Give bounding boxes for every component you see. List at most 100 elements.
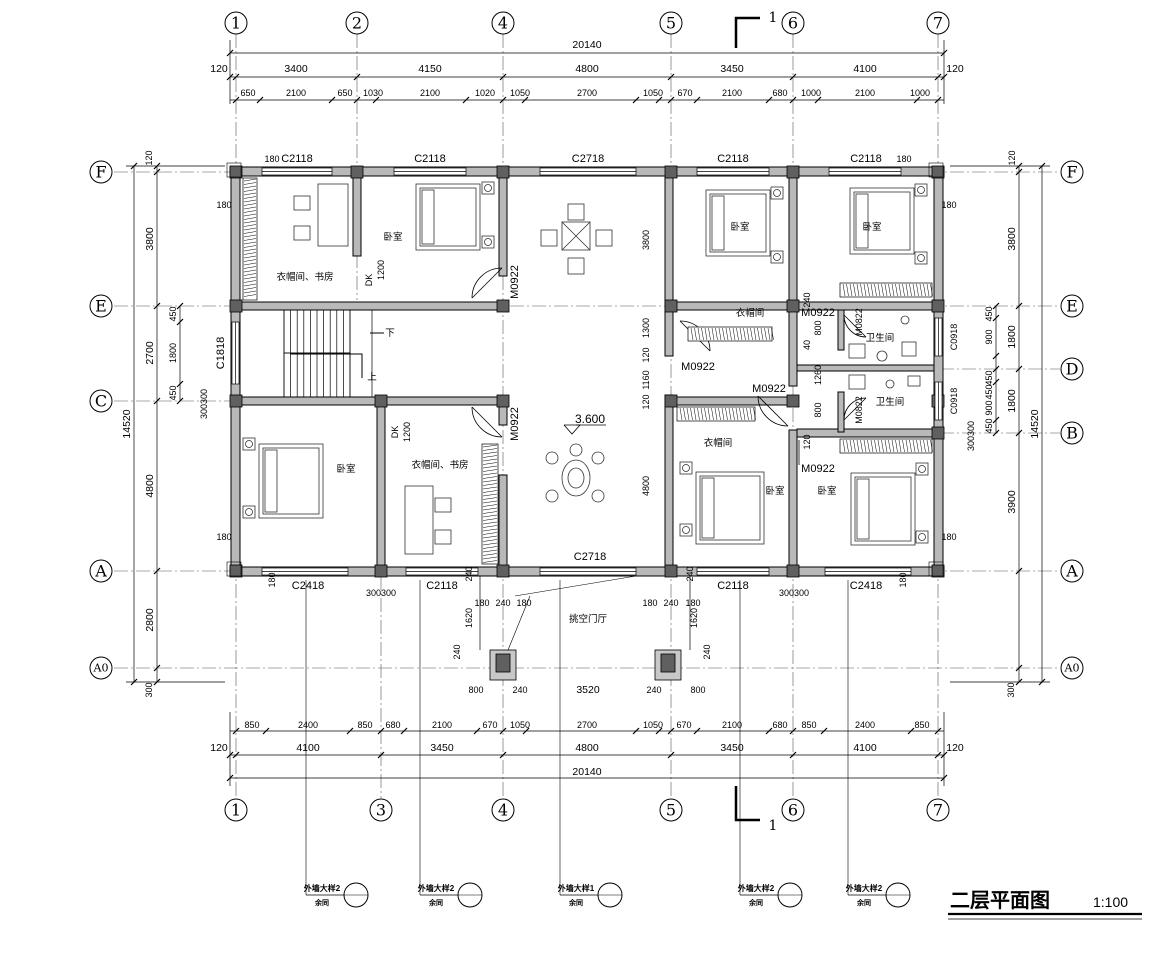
lamp bbox=[917, 186, 925, 194]
inner-dim: 300300 bbox=[779, 588, 809, 598]
wardrobe-hanger bbox=[704, 327, 708, 341]
nightstand bbox=[914, 183, 928, 197]
axis-label: 6 bbox=[788, 14, 798, 33]
dim-tick bbox=[226, 49, 234, 57]
dim-sub: 2100 bbox=[420, 88, 440, 98]
detail-sub: 余同 bbox=[428, 898, 443, 907]
nightstand bbox=[481, 235, 495, 249]
dining-chair bbox=[567, 257, 585, 275]
inner-dim: 240 bbox=[512, 685, 527, 695]
dining-chair bbox=[595, 229, 613, 247]
axis-label: 1 bbox=[231, 14, 241, 33]
wardrobe-hanger bbox=[482, 556, 498, 560]
axis-label: D bbox=[1066, 360, 1079, 379]
section-number: 1 bbox=[769, 10, 778, 26]
column bbox=[496, 564, 510, 578]
dim-sub: 850 bbox=[914, 720, 929, 730]
window-label: C2118 bbox=[717, 580, 749, 592]
dim-tick bbox=[934, 96, 942, 104]
wardrobe-hanger bbox=[243, 294, 257, 297]
room-labels: 衣帽间、书房 卧室 卧室 卧室 衣帽间 卫生间 卫生间 卧室 衣帽间、书房 衣帽… bbox=[276, 221, 904, 625]
dim-bay: 4800 bbox=[575, 63, 599, 75]
axis-bubbles-left: F E C A A0 bbox=[89, 160, 113, 680]
dim-bay: 2800 bbox=[144, 608, 156, 632]
dim-tick bbox=[765, 96, 773, 104]
wardrobe-hanger bbox=[482, 542, 498, 546]
axis-label: 7 bbox=[933, 801, 943, 820]
wardrobe-hanger bbox=[884, 283, 888, 297]
dim-tick bbox=[377, 751, 385, 759]
wardrobe-hanger bbox=[874, 283, 877, 297]
inner-dim: 180 bbox=[898, 572, 908, 587]
wardrobe-hanger bbox=[243, 238, 257, 241]
wardrobe-hanger bbox=[895, 283, 898, 297]
bed-mattress bbox=[709, 193, 767, 253]
wardrobe-hanger bbox=[867, 283, 870, 297]
room-label: 挑空门厅 bbox=[569, 613, 608, 625]
dim-bay: 3800 bbox=[144, 227, 156, 251]
dim-tick bbox=[1015, 567, 1023, 575]
dim-tick bbox=[462, 96, 470, 104]
bed bbox=[849, 187, 915, 255]
room-label: 衣帽间、书房 bbox=[276, 271, 333, 283]
bed-pillow bbox=[264, 449, 278, 513]
dimension-lines-bottom bbox=[229, 712, 945, 786]
detail-callout: 外墙大样1 余同 bbox=[558, 882, 623, 908]
room-label: 卧室 bbox=[817, 485, 836, 497]
wardrobe-hanger bbox=[243, 276, 257, 280]
axis-label: 4 bbox=[498, 14, 508, 33]
dim-edge: 120 bbox=[210, 63, 228, 75]
wardrobe-hanger bbox=[482, 486, 498, 490]
dim-tick bbox=[940, 774, 948, 782]
room-label: 卧室 bbox=[765, 485, 784, 497]
toilet-icon bbox=[885, 379, 895, 389]
wardrobe-hanger bbox=[482, 560, 498, 563]
column bbox=[786, 564, 800, 578]
dining-chair bbox=[567, 203, 585, 221]
inner-dim: 240 bbox=[464, 566, 474, 581]
dim-tick bbox=[176, 397, 184, 405]
dim-tick bbox=[346, 727, 354, 735]
dim-bay: 4800 bbox=[575, 742, 599, 754]
wardrobe-hanger bbox=[707, 407, 711, 421]
wardrobe-hanger bbox=[243, 255, 257, 259]
nightstand bbox=[914, 251, 928, 265]
wardrobe-hanger bbox=[902, 283, 905, 297]
armchair bbox=[591, 489, 605, 503]
inner-dim: 40 bbox=[802, 340, 812, 350]
dim-bay: 2700 bbox=[144, 341, 156, 365]
dim-sub: 1800 bbox=[168, 343, 178, 363]
dim-tick bbox=[328, 96, 336, 104]
room-label: 卫生间 bbox=[876, 396, 905, 408]
dim-sub: 450 bbox=[168, 306, 178, 321]
porch bbox=[479, 575, 691, 681]
wardrobe-hanger bbox=[243, 189, 257, 192]
wardrobe-hanger bbox=[905, 439, 909, 453]
dim-bay: 3900 bbox=[1006, 490, 1018, 514]
dim-total-left: 14520 bbox=[121, 409, 133, 438]
inner-dimensions: 3800 4800 1300 1160 120 120 240 40 1260 … bbox=[216, 154, 956, 696]
column bbox=[229, 394, 243, 408]
desk bbox=[317, 183, 349, 247]
inner-dim: 180 bbox=[267, 572, 277, 587]
room-label: 衣帽间 bbox=[736, 307, 765, 319]
inner-dim: 4800 bbox=[641, 476, 651, 496]
door-label: M0922 bbox=[509, 407, 521, 441]
column bbox=[931, 165, 945, 179]
dim-bay: 3400 bbox=[284, 63, 308, 75]
wardrobe-hanger bbox=[721, 407, 725, 421]
coffee-table bbox=[561, 459, 591, 497]
dim-sub: 670 bbox=[677, 88, 692, 98]
wardrobe-hanger bbox=[916, 439, 919, 453]
wardrobe-hanger bbox=[243, 280, 257, 283]
dim-bay: 4100 bbox=[296, 742, 320, 754]
wardrobe-hanger bbox=[743, 327, 746, 341]
column bbox=[664, 564, 678, 578]
dim-bay: 300 bbox=[144, 682, 154, 697]
dim-total-bottom: 20140 bbox=[572, 766, 601, 778]
wardrobe-hanger bbox=[926, 439, 930, 453]
axis-label: 1 bbox=[231, 801, 241, 820]
wardrobe-hanger bbox=[243, 206, 257, 210]
door-label: DK bbox=[364, 274, 374, 287]
column bbox=[496, 299, 510, 313]
